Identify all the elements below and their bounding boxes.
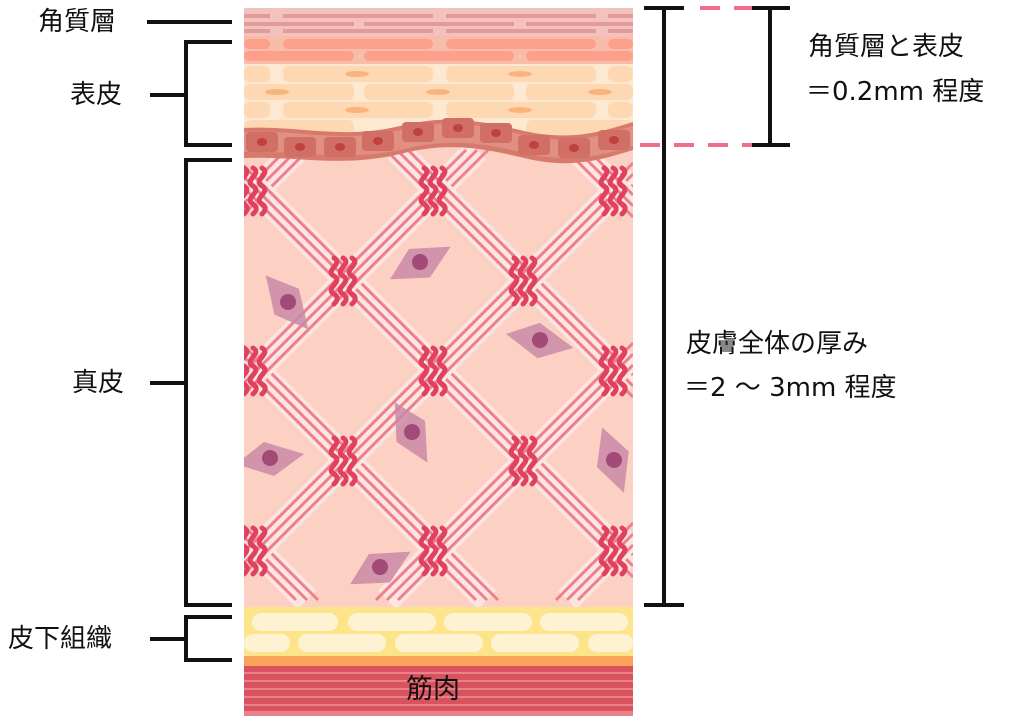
basal-cell-nucleus <box>609 136 619 144</box>
fibroblast-cell <box>244 442 304 476</box>
elastin-squiggle <box>436 165 448 217</box>
fibroblast-cell <box>596 427 629 493</box>
cell-nucleus <box>606 452 622 468</box>
fibroblast-cell <box>390 246 451 280</box>
elastin-squiggle <box>328 435 340 487</box>
collagen-strand <box>244 172 633 565</box>
elastin-squiggle <box>244 165 250 217</box>
elastin-squiggle <box>526 255 538 307</box>
epidermis-thickness-bracket <box>750 6 790 147</box>
elastin-squiggle <box>247 525 259 577</box>
basal-cells <box>246 118 630 158</box>
basal-cell-nucleus <box>569 144 579 152</box>
fat-cells <box>244 613 633 652</box>
label-dermis: 真皮 <box>72 368 125 398</box>
cell-nucleus <box>412 254 428 270</box>
basal-cell-nucleus <box>413 128 423 136</box>
elastin-squiggle <box>598 345 610 397</box>
epidermis-nuclei <box>265 71 612 113</box>
elastin-squiggle <box>247 345 259 397</box>
label-epidermis: 表皮 <box>70 80 123 110</box>
elastin-squiggle <box>436 345 448 397</box>
elastin-squiggle <box>607 165 619 217</box>
basal-cell-nucleus <box>257 138 267 146</box>
dermis-bracket <box>184 158 232 607</box>
muscle-stripes <box>244 672 633 716</box>
muscle-layer <box>244 666 633 716</box>
elastin-squiggle <box>427 345 439 397</box>
elastin-squiggle <box>427 525 439 577</box>
basal-cell-nucleus <box>453 124 463 132</box>
guide-dashes <box>640 6 752 147</box>
skin-thickness-title: 皮膚全体の厚み <box>686 329 869 359</box>
fibroblast-cell <box>265 275 309 330</box>
basal-cell-nucleus <box>335 143 345 151</box>
skin-thickness-value: ＝2 ～ 3mm 程度 <box>684 373 897 403</box>
elastin-squiggle <box>427 165 439 217</box>
corneum-bands <box>244 14 633 33</box>
basal-cell-nucleus <box>491 129 501 137</box>
elastin-squiggle <box>328 255 340 307</box>
elastin-squiggle <box>337 255 349 307</box>
elastin-squiggle <box>616 165 628 217</box>
fibroblast-cell <box>505 322 574 359</box>
total-thickness-bracket <box>644 6 684 607</box>
elastin-squiggle <box>526 435 538 487</box>
elastin-fibers <box>244 165 628 577</box>
elastin-squiggle <box>244 525 250 577</box>
elastin-squiggle <box>256 345 268 397</box>
cell-nucleus <box>262 450 278 466</box>
collagen-strand <box>374 341 633 602</box>
elastin-squiggle <box>616 525 628 577</box>
elastin-squiggle <box>607 345 619 397</box>
elastin-squiggle <box>598 525 610 577</box>
fibroblast-cell <box>394 402 428 463</box>
right-brackets <box>644 6 790 607</box>
elastin-squiggle <box>517 255 529 307</box>
elastin-squiggle <box>607 525 619 577</box>
epidermis-thickness-value: ＝0.2mm 程度 <box>806 77 985 107</box>
elastin-squiggle <box>247 165 259 217</box>
fascia-band <box>244 656 633 666</box>
basal-cell-nucleus <box>373 137 383 145</box>
elastin-squiggle <box>508 435 520 487</box>
cell-nucleus <box>532 332 548 348</box>
elastin-squiggle <box>346 255 358 307</box>
label-muscle: 筋肉 <box>406 674 460 705</box>
collagen-strand <box>244 355 489 602</box>
label-subcutaneous: 皮下組織 <box>8 624 113 654</box>
label-stratum-corneum: 角質層 <box>38 7 117 37</box>
elastin-squiggle <box>337 435 349 487</box>
cell-nucleus <box>404 424 420 440</box>
left-brackets <box>147 20 232 662</box>
elastin-squiggle <box>418 525 430 577</box>
collagen-strand <box>244 344 500 602</box>
epidermis-bracket <box>184 40 232 147</box>
elastin-squiggle <box>508 255 520 307</box>
fibroblast-cells <box>244 246 629 585</box>
cell-nucleus <box>372 559 388 575</box>
elastin-squiggle <box>418 345 430 397</box>
elastin-squiggle <box>256 525 268 577</box>
elastin-squiggle <box>256 165 268 217</box>
elastin-squiggle <box>418 165 430 217</box>
elastin-squiggle <box>244 345 250 397</box>
elastin-squiggle <box>616 345 628 397</box>
subcutaneous-bracket <box>184 615 232 662</box>
elastin-squiggle <box>598 165 610 217</box>
epidermis-thickness-title: 角質層と表皮 <box>808 32 965 62</box>
epidermis-upper-cells <box>244 39 633 61</box>
cell-nucleus <box>280 294 296 310</box>
basal-cell-nucleus <box>529 141 539 149</box>
elastin-squiggle <box>436 525 448 577</box>
basal-cell-nucleus <box>295 143 305 151</box>
elastin-squiggle <box>346 435 358 487</box>
elastin-squiggle <box>517 435 529 487</box>
fibroblast-cell <box>350 551 411 585</box>
